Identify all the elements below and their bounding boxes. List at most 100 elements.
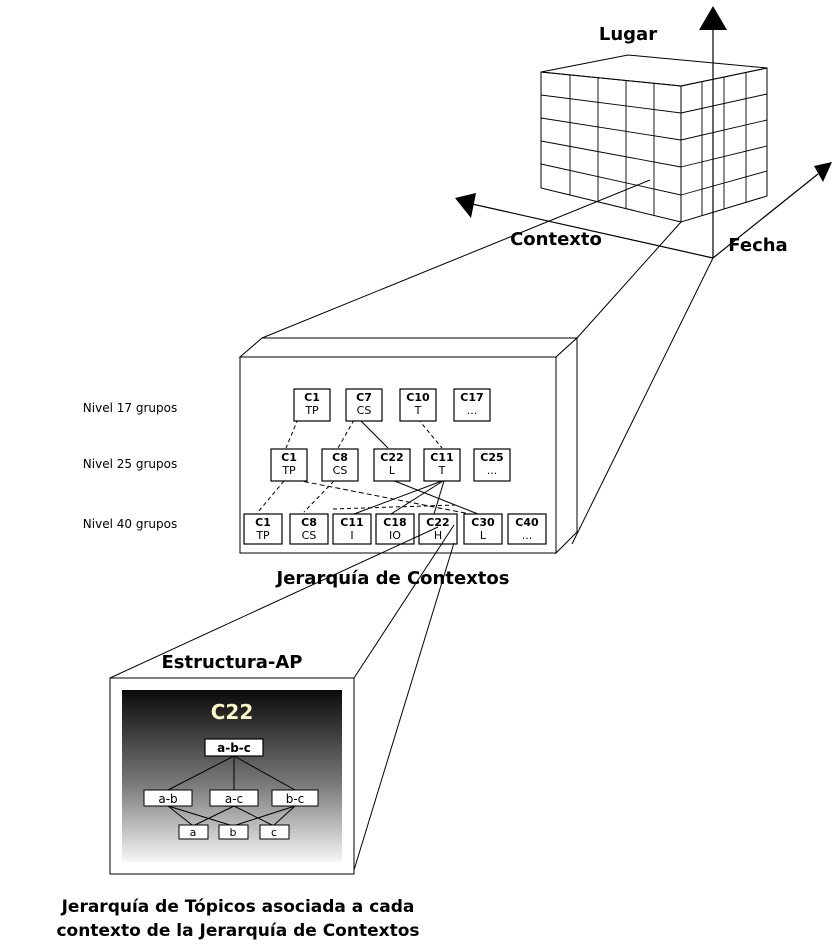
context-node: C17...	[453, 388, 491, 422]
data-cube	[540, 54, 768, 223]
ap-leaf-node: a	[178, 824, 209, 840]
context-node-topic: L	[389, 464, 396, 477]
ap-mid-node: a-c	[209, 789, 259, 807]
context-node-box	[507, 513, 547, 545]
hierarchy-connectors	[257, 418, 479, 515]
level-label-17: Nivel 17 grupos	[83, 401, 177, 415]
context-node-id: C30	[471, 516, 495, 529]
context-node-id: C18	[383, 516, 406, 529]
context-node-box	[373, 448, 411, 482]
ap-title: Estructura-AP	[161, 652, 302, 673]
context-node-box	[321, 448, 359, 482]
projection-lines-cube	[261, 179, 714, 545]
context-node-box	[375, 513, 415, 545]
ap-leaf-node-label: c	[271, 826, 277, 839]
context-node-box	[453, 388, 491, 422]
context-node-topic: H	[434, 529, 442, 542]
context-node-topic: T	[414, 404, 422, 417]
context-node-topic: IO	[389, 529, 401, 542]
ap-leaf-node-label: a	[190, 826, 197, 839]
context-node-topic: T	[438, 464, 446, 477]
axis-right-arrowhead-icon	[814, 162, 832, 182]
level-label-25: Nivel 25 grupos	[83, 457, 177, 471]
ap-mid-node: a-b	[143, 789, 193, 807]
cube-top-face	[540, 54, 768, 87]
ap-leaf-node: c	[259, 824, 290, 840]
context-node: C25...	[473, 448, 511, 482]
projection-lines-ap	[109, 524, 455, 871]
cube-front-face	[540, 71, 682, 223]
hierarchy-box-side	[555, 336, 578, 555]
context-node-topic: L	[480, 529, 487, 542]
axis-up-label: Lugar	[599, 24, 657, 45]
context-node-box	[345, 388, 383, 422]
context-node-id: C22	[426, 516, 449, 529]
context-node-topic: CS	[357, 404, 372, 417]
ap-caption-line-2: contexto de la Jerarquía de Contextos	[56, 921, 419, 941]
cube-axes	[455, 6, 832, 259]
context-node-topic: CS	[302, 529, 317, 542]
ap-leaf-node-label: b	[230, 826, 237, 839]
context-node-box	[399, 388, 437, 422]
context-node-id: C8	[332, 451, 348, 464]
context-node-topic: ...	[467, 404, 478, 417]
ap-context-label: C22	[211, 700, 254, 724]
ap-top-node: a-b-c	[204, 738, 264, 757]
context-node-box	[293, 388, 331, 422]
hierarchy-box-top	[238, 337, 579, 358]
context-node-id: C8	[301, 516, 317, 529]
ap-leaf-node: b	[218, 824, 249, 840]
context-node-topic: I	[350, 529, 353, 542]
level-label-40: Nivel 40 grupos	[83, 517, 177, 531]
axis-left-line	[471, 203, 714, 259]
context-node-topic: TP	[255, 529, 270, 542]
hierarchy-caption: Jerarquía de Contextos	[275, 568, 510, 589]
context-node-id: C1	[255, 516, 271, 529]
axis-left-arrowhead-icon	[455, 193, 476, 218]
context-node-box	[463, 513, 503, 545]
context-node-id: C7	[356, 391, 372, 404]
context-node-box	[270, 448, 308, 482]
context-node-id: C11	[430, 451, 453, 464]
axis-right-label: Fecha	[728, 235, 787, 256]
ap-connectors	[167, 755, 296, 826]
ap-mid-node-label: a-c	[225, 792, 243, 806]
axis-up-arrowhead-icon	[699, 6, 727, 30]
context-node-id: C17	[460, 391, 483, 404]
context-node-box	[289, 513, 329, 545]
context-node-id: C25	[480, 451, 503, 464]
context-node-id: C11	[340, 516, 363, 529]
context-node-box	[332, 513, 372, 545]
context-node-topic: TP	[304, 404, 319, 417]
context-node-topic: TP	[281, 464, 296, 477]
context-node-topic: CS	[333, 464, 348, 477]
context-node-id: C1	[281, 451, 297, 464]
context-node-id: C10	[406, 391, 430, 404]
context-node-id: C40	[515, 516, 539, 529]
hierarchy-level-40: C1TPC8CSC11IC18IOC22HC30LC40...	[243, 513, 547, 545]
context-node: C40...	[507, 513, 547, 545]
ap-mid-node-label: a-b	[158, 792, 177, 806]
context-node-box	[423, 448, 461, 482]
context-node-box	[243, 513, 283, 545]
ap-mid-node: b-c	[271, 789, 319, 807]
context-node-id: C22	[380, 451, 403, 464]
context-node-topic: ...	[487, 464, 498, 477]
ap-top-node-label: a-b-c	[217, 741, 251, 755]
